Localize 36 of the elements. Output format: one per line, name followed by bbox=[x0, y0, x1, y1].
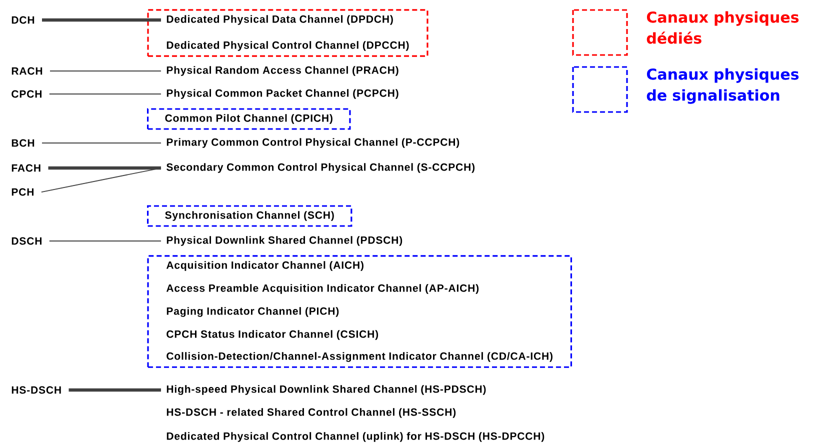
connector-line bbox=[40, 168, 162, 192]
connector-line bbox=[50, 70, 162, 72]
transport-channel-label: FACH bbox=[12, 164, 40, 172]
channel-label: Dedicated Physical Control Channel (DPCCH) bbox=[166, 41, 409, 51]
channel-label: Acquisition Indicator Channel (AICH) bbox=[166, 261, 364, 271]
dashed-group-box bbox=[147, 9, 428, 57]
connector-line bbox=[42, 18, 161, 22]
connector-line bbox=[48, 166, 161, 170]
channel-label: Dedicated Physical Control Channel (uplink) for HS-DSCH (HS-DPCCH) bbox=[166, 432, 544, 442]
transport-channel-label: BCH bbox=[12, 139, 34, 147]
channel-label: Primary Common Control Physical Channel (P-CCPCH) bbox=[166, 138, 460, 148]
transport-channel-label: PCH bbox=[12, 188, 34, 196]
dashed-group-box bbox=[147, 255, 572, 368]
channel-label: HS-DSCH - related Shared Control Channel (HS-SSCH) bbox=[166, 408, 456, 418]
channel-label: Physical Downlink Shared Channel (PDSCH) bbox=[166, 236, 402, 246]
dashed-channel-box: Synchronisation Channel (SCH) bbox=[147, 205, 352, 227]
legend-text: Canaux physiques dédiés bbox=[646, 11, 799, 44]
channel-label: Secondary Common Control Physical Channel (S-CCPCH) bbox=[166, 163, 475, 173]
channel-label: Collision-Detection/Channel-Assignment Indicator Channel (CD/CA-ICH) bbox=[166, 352, 552, 362]
connector-line bbox=[68, 388, 161, 392]
legend-text: Canaux physiques de signalisation bbox=[646, 68, 799, 104]
connector-line bbox=[42, 142, 162, 144]
transport-channel-label: CPCH bbox=[12, 90, 42, 98]
connector-line bbox=[48, 240, 162, 242]
channel-label: Physical Random Access Channel (PRACH) bbox=[166, 66, 398, 76]
channel-label: Paging Indicator Channel (PICH) bbox=[166, 307, 339, 317]
channel-label: High-speed Physical Downlink Shared Channel (HS-PDSCH) bbox=[166, 385, 486, 395]
transport-channel-label: HS-DSCH bbox=[12, 386, 61, 394]
channel-label: Physical Common Packet Channel (PCPCH) bbox=[166, 89, 398, 99]
transport-channel-label: DSCH bbox=[12, 237, 42, 245]
transport-channel-label: RACH bbox=[12, 67, 42, 75]
dashed-channel-box: Common Pilot Channel (CPICH) bbox=[147, 108, 351, 130]
channel-label: CPCH Status Indicator Channel (CSICH) bbox=[166, 330, 378, 340]
transport-channel-label: DCH bbox=[12, 16, 34, 24]
channel-label: Access Preamble Acquisition Indicator Channel (AP-AICH) bbox=[166, 284, 479, 294]
channel-label: Dedicated Physical Data Channel (DPDCH) bbox=[166, 15, 393, 25]
